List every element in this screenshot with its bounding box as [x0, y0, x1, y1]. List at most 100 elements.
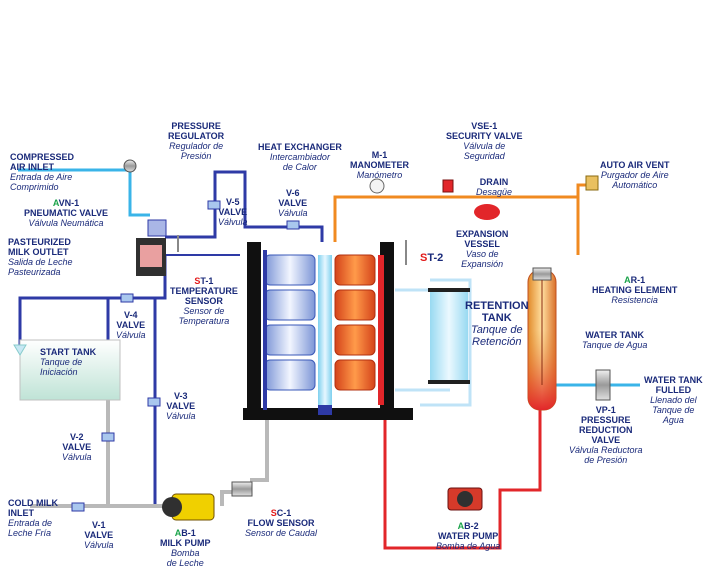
heat-exchanger-sub-1: Intercambiador — [269, 152, 330, 162]
cold-milk-title-2: INLET — [8, 508, 34, 518]
label-sc1: SC-1 FLOW SENSOR Sensor de Caudal — [245, 508, 317, 538]
v4-sub: Válvula — [116, 330, 146, 340]
pasteurized-title-1: PASTEURIZED — [8, 237, 71, 247]
water-pump-shape — [447, 487, 483, 511]
hot-line-tank — [515, 410, 542, 492]
air-vent-shape — [585, 175, 599, 191]
ab1-sub-2: de Leche — [166, 558, 204, 568]
v2-title-2: VALVE — [62, 442, 92, 452]
valve-v6-shape — [286, 220, 300, 230]
vp1-sub-1: Válvula Reductora — [569, 445, 643, 455]
vse1-sub-1: Válvula de — [463, 141, 506, 151]
label-ar1: AR-1 HEATING ELEMENT Resistencia — [592, 275, 677, 305]
start-tank-sub-2: Iniciación — [40, 367, 78, 377]
compressed-air-title-1: COMPRESSED — [10, 152, 75, 162]
vp1-title-2: PRESSURE — [581, 415, 631, 425]
v6-title-1: V-6 — [286, 188, 300, 198]
sc1-sub: Sensor de Caudal — [245, 528, 318, 538]
expansion-vessel-sub-2: Expansión — [461, 259, 504, 269]
grey-line-pump — [220, 490, 232, 506]
sc1-title: FLOW SENSOR — [247, 518, 315, 528]
ab2-code: AB-2 — [457, 521, 479, 531]
compressed-air-sub-2: Comprimido — [10, 182, 59, 192]
pressure-regulator-shape — [123, 159, 137, 173]
label-st1: ST-1 TEMPERATURE SENSOR Sensor de Temper… — [170, 276, 238, 326]
label-v3: V-3 VALVE Válvula — [166, 391, 196, 421]
label-v2: V-2 VALVE Válvula — [62, 432, 92, 462]
compressed-air-title-2: AIR INLET — [10, 162, 54, 172]
heat-exchanger-title: HEAT EXCHANGER — [258, 142, 342, 152]
flow-sensor-shape — [231, 481, 253, 497]
v6-sub: Válvula — [278, 208, 308, 218]
auto-air-vent-sub-2: Automático — [612, 180, 658, 190]
label-ab1: AB-1 MILK PUMP Bomba de Leche — [160, 528, 211, 568]
v4-title-1: V-4 — [124, 310, 138, 320]
retention-tank-title-1: RETENTION — [465, 300, 529, 312]
water-tank-fulled-sub-1: Llenado del — [650, 395, 697, 405]
pasteurized-title-2: MILK OUTLET — [8, 247, 69, 257]
vp1-title-1: VP-1 — [595, 405, 616, 415]
m1-sub: Manómetro — [356, 170, 403, 180]
label-expansion-vessel: EXPANSION VESSEL Vaso de Expansión — [456, 229, 508, 269]
label-v6: V-6 VALVE Válvula — [278, 188, 308, 218]
vp1-sub-2: de Presión — [584, 455, 628, 465]
security-valve-shape — [442, 179, 454, 193]
compressed-air-sub-1: Entrada de Aire — [10, 172, 73, 182]
pressure-regulator-title-1: PRESSURE — [171, 121, 221, 131]
ab2-title: WATER PUMP — [437, 531, 499, 541]
v3-sub: Válvula — [166, 411, 196, 421]
v6-title-2: VALVE — [278, 198, 308, 208]
ar1-code: AR-1 — [624, 275, 646, 285]
retention-tank-title-2: TANK — [481, 312, 512, 324]
v2-sub: Válvula — [62, 452, 92, 462]
label-m1: M-1 MANOMETER Manómetro — [350, 150, 409, 180]
milk-line-start — [18, 296, 108, 345]
cold-milk-title-1: COLD MILK — [8, 498, 58, 508]
water-tank-fulled-sub-3: Agua — [662, 415, 684, 425]
pneumatic-valve-shape — [136, 219, 167, 276]
label-pasteurized: PASTEURIZED MILK OUTLET Salida de Leche … — [8, 237, 73, 277]
label-auto-air-vent: AUTO AIR VENT Purgador de Aire Automátic… — [600, 160, 670, 190]
water-tank-fulled-sub-2: Tanque de — [652, 405, 695, 415]
ar1-sub: Resistencia — [611, 295, 658, 305]
label-retention-tank: RETENTION TANK Tanque de Retención — [465, 300, 529, 348]
label-vse1: VSE-1 SECURITY VALVE Válvula de Segurida… — [446, 121, 523, 161]
milk-pump-shape — [162, 493, 215, 521]
hot-line — [383, 415, 515, 550]
v2-title-1: V-2 — [70, 432, 84, 442]
label-drain: DRAIN Desagüe — [476, 177, 512, 197]
ab1-title: MILK PUMP — [160, 538, 211, 548]
label-vp1: VP-1 PRESSURE REDUCTION VALVE Válvula Re… — [569, 405, 643, 465]
label-ab2: AB-2 WATER PUMP Bomba de Agua — [436, 521, 500, 551]
manometer-shape — [369, 178, 385, 194]
v1-title-1: V-1 — [92, 520, 106, 530]
water-tank-sub: Tanque de Agua — [582, 340, 648, 350]
expansion-vessel-sub-1: Vaso de — [465, 249, 499, 259]
sc1-code: SC-1 — [270, 508, 292, 518]
reduction-valve-shape — [595, 369, 611, 401]
milk-line-left — [106, 255, 167, 360]
st2-code: ST-2 — [420, 252, 444, 264]
water-tank — [527, 267, 557, 411]
label-pressure-regulator: PRESSURE REGULATOR Regulador de Presión — [168, 121, 224, 161]
m1-title-2: MANOMETER — [350, 160, 409, 170]
st1-title-2: SENSOR — [184, 296, 223, 306]
label-water-tank: WATER TANK Tanque de Agua — [582, 330, 647, 350]
label-st2: ST-2 — [420, 252, 443, 264]
cold-milk-sub-1: Entrada de — [8, 518, 53, 528]
avn1-title: PNEUMATIC VALVE — [24, 208, 109, 218]
avn1-sub: Válvula Neumática — [28, 218, 104, 228]
ab1-code: AB-1 — [174, 528, 196, 538]
label-compressed-air: COMPRESSED AIR INLET Entrada de Aire Com… — [10, 152, 74, 192]
milk-line-top — [165, 170, 305, 239]
drain-sub: Desagüe — [476, 187, 513, 197]
pasteurized-sub-2: Pasteurizada — [8, 267, 61, 277]
m1-title-1: M-1 — [371, 150, 388, 160]
v4-title-2: VALVE — [116, 320, 146, 330]
expansion-vessel-title-2: VESSEL — [464, 239, 500, 249]
water-tank-title: WATER TANK — [585, 330, 645, 340]
pressure-regulator-sub-1: Regulador de — [169, 141, 224, 151]
ab1-sub-1: Bomba — [170, 548, 200, 558]
vse1-title-2: SECURITY VALVE — [446, 131, 523, 141]
